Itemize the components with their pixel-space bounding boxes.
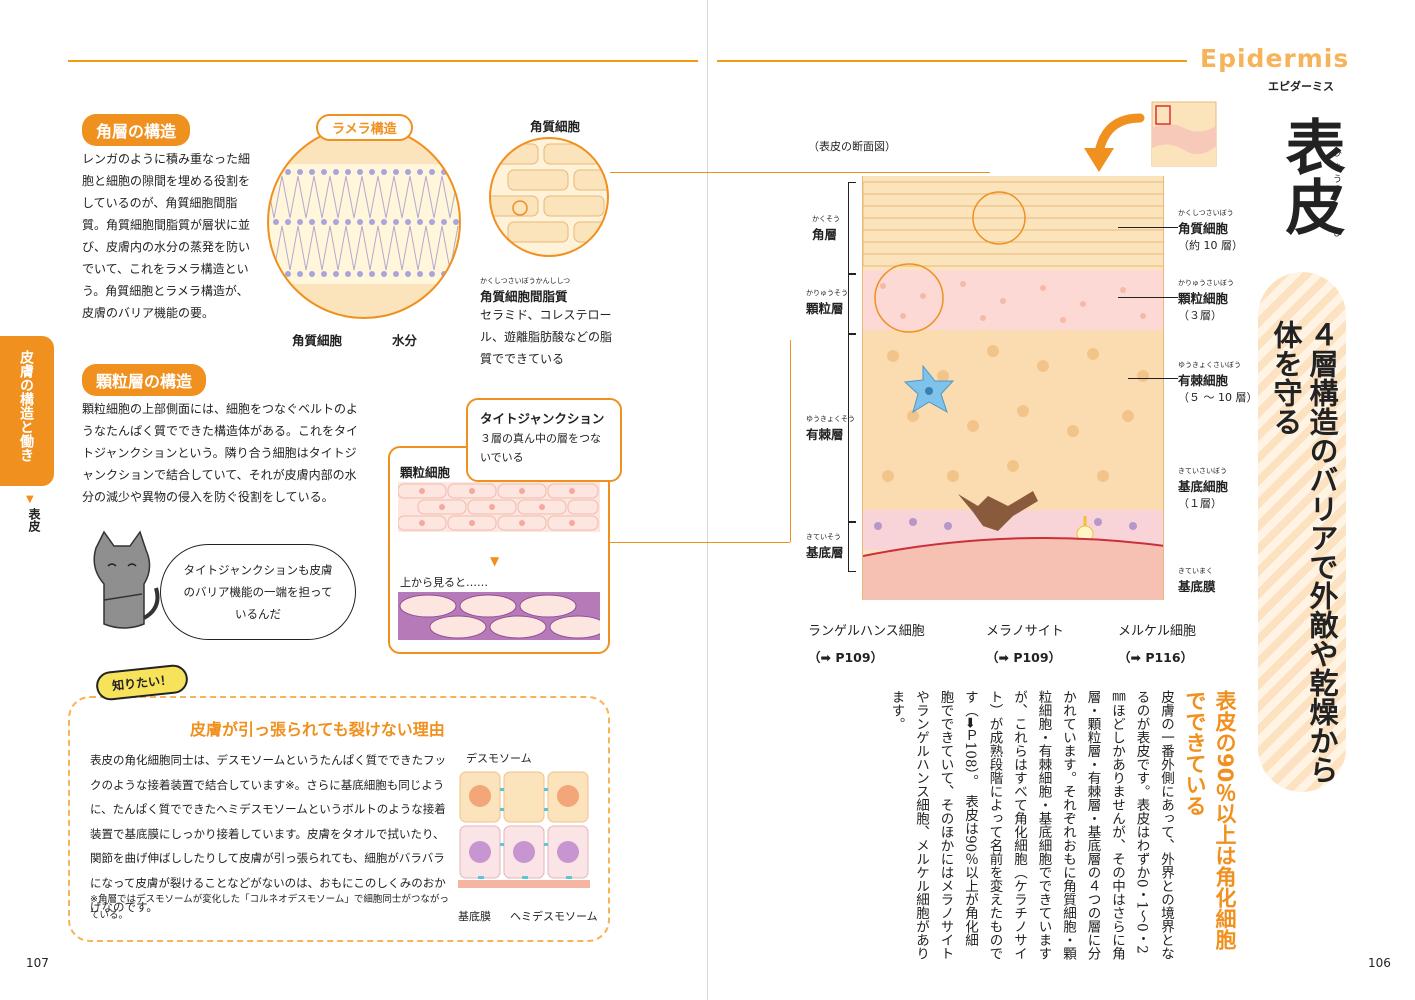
tight-junction-callout: タイトジャンクション ３層の真ん中の層をつないでいる (466, 398, 622, 482)
top-rule-left (68, 60, 698, 62)
layer-label-corneum: かくそう 角層 (812, 215, 840, 242)
lamella-tag: ラメラ構造 (316, 114, 413, 141)
headline-box: ４層構造のバリアで外敵や乾燥から体を守る (1258, 272, 1346, 792)
bracket-spinous (848, 334, 856, 522)
layer-label-basal: きていそう 基底層 (806, 533, 844, 560)
page-number-right: 106 (1368, 956, 1391, 970)
title-kana: エピダーミス (1268, 80, 1334, 93)
lamella-diagram (266, 124, 462, 320)
label-merkel: メルケル細胞 （➡ P116） (1118, 624, 1197, 665)
page-fold (707, 0, 708, 1000)
pointer-arrow-icon (1078, 108, 1148, 182)
bracket-corneum (848, 182, 856, 274)
corneocyte-top-label: 角質細胞 (530, 119, 581, 134)
shiritai-note: ※角層ではデスモソームが変化した「コルネオデスモソーム」で細胞同士がつながってい… (90, 894, 449, 921)
cat-speech-bubble: タイトジャンクションも皮膚のバリア機能の一端を担っているんだ (160, 544, 356, 640)
cell-label-granular: かりゅうさいぼう 顆粒細胞 （３層） (1178, 279, 1234, 322)
label-melanocyte: メラノサイト （➡ P109） (986, 624, 1064, 665)
chapter-tab: 皮膚の構造と働き (0, 336, 54, 486)
lamella-water-label: 水分 (392, 333, 418, 348)
desmosome-label: デスモソーム (466, 752, 532, 765)
epidermis-cross-section (862, 176, 1164, 600)
lipid-ruby: かくしつさいぼうかんししつ (480, 277, 571, 285)
page-number-left: 107 (26, 956, 49, 970)
top-rule-right (717, 60, 1187, 62)
leader-granular (1118, 297, 1178, 298)
leader-corneum (1118, 227, 1178, 228)
shiritai-body: 表皮の角化細胞同士は、デスモソームというたんぱく質でできたフックのような接着装置… (90, 753, 447, 914)
ruby-hi: ひ (1333, 229, 1343, 239)
ruby-hyo: ひょう (1333, 149, 1343, 185)
down-arrow-icon: ▼ (490, 554, 500, 568)
skin-thumbnail (1148, 98, 1220, 170)
bracket-basal (848, 522, 856, 572)
label-langerhans: ランゲルハンス細胞 （➡ P109） (808, 624, 925, 665)
kakuso-heading: 角層の構造 (82, 114, 191, 146)
granular-side-view (397, 482, 600, 532)
shiritai-title: 皮膚が引っ張られても裂けない理由 (190, 720, 445, 739)
title-en: Epidermis (1200, 44, 1350, 73)
granular-body: 顆粒細胞の上部側面には、細胞をつなぐベルトのようなたんぱく質でできた構造体がある… (82, 402, 359, 504)
lipid-desc: セラミド、コレステロール、遊離脂肪酸などの脂質でできている (480, 308, 613, 366)
cell-label-basement: きていまく 基底膜 (1178, 567, 1216, 594)
connector-granular-vertical (790, 340, 791, 542)
kakuso-body: レンガのように積み重なった細胞と細胞の隙間を埋める役割をしているのが、角質細胞間… (82, 152, 251, 320)
cell-label-corneum: かくしつさいぼう 角質細胞 （約 10 層） (1178, 209, 1243, 252)
lamella-cell-label: 角質細胞 (292, 333, 343, 348)
hemidesmosome-label: ヘミデスモソーム (510, 910, 598, 923)
layer-label-granular: かりゅうそう 顆粒層 (806, 289, 848, 316)
tab-arrow-icon: ▼ (26, 494, 34, 505)
subheading: 表皮の90％以上は角化細胞でできている (1183, 690, 1237, 951)
basement-label: 基底膜 (458, 910, 491, 923)
leader-spinous (1128, 378, 1178, 379)
tab-section: 表皮 (27, 508, 41, 532)
granular-top-view (398, 592, 607, 640)
lipid-label: 角質細胞間脂質 (480, 289, 568, 304)
layer-label-spinous: ゆうきょくそう 有棘層 (806, 415, 855, 442)
desmosome-diagram (458, 768, 590, 890)
page-title: 表皮 (1275, 116, 1345, 236)
headline: ４層構造のバリアで外敵や乾燥から体を守る (1269, 320, 1339, 784)
from-above-label: 上から見ると…… (400, 576, 488, 589)
title-block: 表皮 ひょう ひ (1258, 106, 1348, 276)
corneocyte-diagram (488, 136, 610, 258)
granular-heading: 顆粒層の構造 (82, 364, 207, 396)
connector-corneum (610, 172, 990, 173)
main-text: 皮膚の一番外側にあって、外界との境界となるのが表皮です。表皮はわずか0・1～0・… (888, 690, 1175, 960)
cross-section-caption: （表皮の断面図） (808, 140, 896, 153)
cat-illustration (84, 528, 164, 638)
granular-cell-label: 顆粒細胞 (400, 465, 451, 480)
cell-label-basal: きていさいぼう 基底細胞 （１層） (1178, 467, 1229, 510)
bracket-granular (848, 274, 856, 334)
connector-granular (610, 542, 790, 543)
cell-label-spinous: ゆうきょくさいぼう 有棘細胞 （５ ～ 10 層） (1178, 361, 1258, 404)
